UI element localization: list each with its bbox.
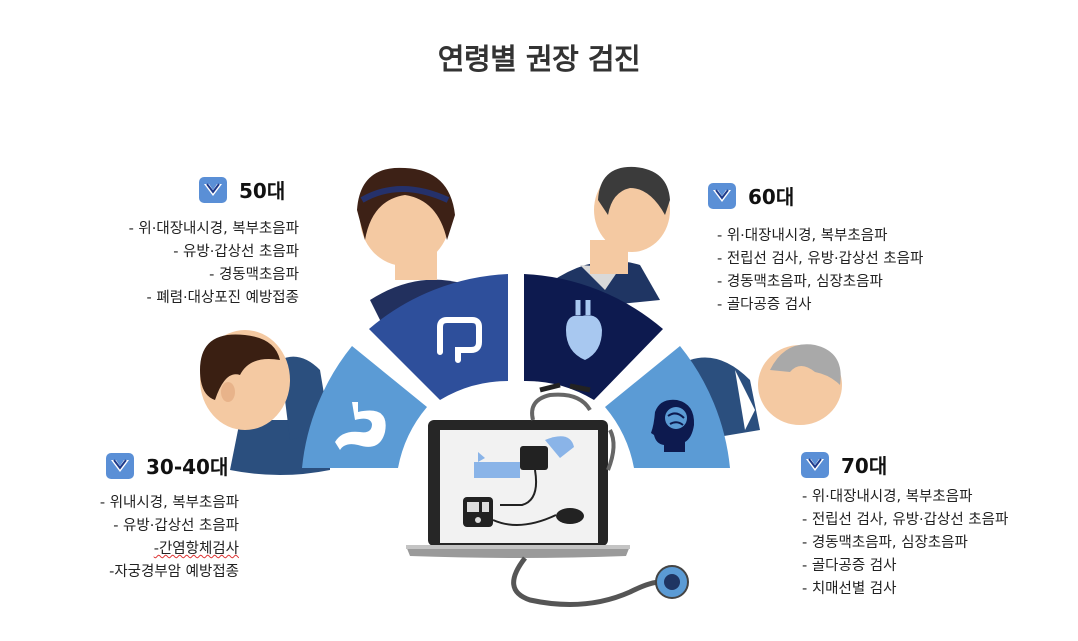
list-item: - 위·대장내시경, 복부초음파 <box>128 221 299 237</box>
list-item: - 유방·갑상선 초음파 <box>113 518 239 534</box>
group-label-30-40: 30-40대 <box>146 455 229 479</box>
list-item: - 골다공증 검사 <box>802 558 897 574</box>
brain-head-icon <box>651 399 695 452</box>
check-badge-icon <box>708 182 736 209</box>
group-header-60: 60대 <box>708 181 794 210</box>
list-item: -자궁경부암 예방접종 <box>109 564 239 580</box>
group-label-70: 70대 <box>841 454 888 478</box>
list-item: - 폐렴·대상포진 예방접종 <box>146 290 299 306</box>
checkup-list-60: - 위·대장내시경, 복부초음파 - 전립선 검사, 유방·갑상선 초음파 - … <box>717 225 923 317</box>
checkup-list-30-40: - 위내시경, 복부초음파 - 유방·갑상선 초음파 -간염항체검사 -자궁경부… <box>100 492 239 584</box>
list-item: - 위·대장내시경, 복부초음파 <box>802 489 973 505</box>
list-item: - 경동맥초음파, 심장초음파 <box>717 274 883 290</box>
check-badge-icon <box>801 451 829 478</box>
heart-icon <box>566 300 602 360</box>
list-item: - 치매선별 검사 <box>802 581 897 597</box>
group-header-30-40: 30-40대 <box>106 451 228 480</box>
list-item: - 경동맥초음파 <box>209 267 299 283</box>
list-item: - 경동맥초음파, 심장초음파 <box>802 535 968 551</box>
list-item: - 전립선 검사, 유방·갑상선 초음파 <box>802 512 1009 528</box>
list-item: - 위내시경, 복부초음파 <box>99 495 239 511</box>
page-title: 연령별 권장 검진 <box>437 42 641 76</box>
checkup-list-50: - 위·대장내시경, 복부초음파 - 유방·갑상선 초음파 - 경동맥초음파 -… <box>129 218 299 310</box>
check-badge-icon <box>199 176 227 203</box>
list-item: - 유방·갑상선 초음파 <box>173 244 299 260</box>
person-70-illustration <box>690 344 842 440</box>
list-item: - 전립선 검사, 유방·갑상선 초음파 <box>717 251 924 267</box>
stomach-icon <box>335 402 386 450</box>
list-item: -간염항체검사 <box>153 541 239 557</box>
list-item: - 위·대장내시경, 복부초음파 <box>717 228 888 244</box>
group-header-50: 50대 <box>199 175 285 204</box>
intestine-icon <box>437 317 482 363</box>
checkup-list-70: - 위·대장내시경, 복부초음파 - 전립선 검사, 유방·갑상선 초음파 - … <box>802 486 1008 601</box>
group-label-50: 50대 <box>239 179 286 203</box>
stethoscope-illustration <box>511 382 689 607</box>
group-label-60: 60대 <box>748 185 795 209</box>
laptop-illustration <box>406 420 630 558</box>
list-item: - 골다공증 검사 <box>717 297 812 313</box>
group-header-70: 70대 <box>801 450 887 479</box>
check-badge-icon <box>106 452 134 479</box>
